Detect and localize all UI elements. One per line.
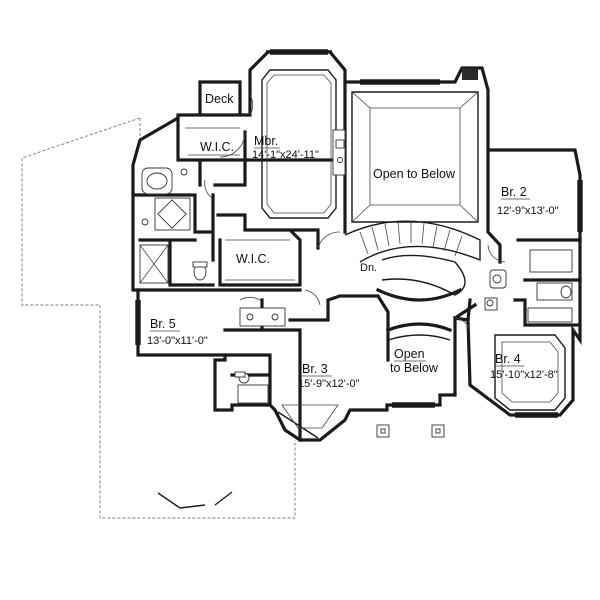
entry-gap (157, 491, 233, 509)
br5-name: Br. 5 (150, 317, 176, 331)
closet-shelves (185, 127, 295, 281)
br3-name: Br. 3 (302, 362, 328, 376)
balcony-rail-inner (387, 334, 451, 341)
master-tray-ceiling (261, 69, 337, 219)
open-to-below-main-label: Open to Below (373, 167, 456, 181)
hall-bath-fixtures (234, 307, 286, 404)
roof-outline (21, 117, 296, 519)
curved-staircase (344, 220, 481, 302)
master-bedroom-size: 14'-1"x24'-11" (252, 149, 319, 161)
stairs-down-label: Dn. (360, 262, 377, 274)
br3-bay (281, 404, 339, 429)
br4-tray-ceiling (494, 334, 566, 411)
door-swings (204, 94, 506, 331)
porch-posts (376, 424, 445, 438)
interior-walls (131, 80, 582, 442)
br4-size: 15'-10"x12'-8" (490, 369, 558, 381)
br2-name: Br. 2 (501, 185, 527, 199)
balcony-rail (385, 322, 453, 333)
br5-size: 13'-0"x11'-0" (147, 335, 208, 347)
chimney (462, 68, 478, 80)
wic-lower-label: W.I.C. (236, 252, 270, 266)
exterior-wall (131, 50, 582, 442)
open-to-below-outline (351, 91, 479, 223)
br2-size: 12'-9"x13'-0" (497, 205, 559, 217)
master-bedroom-name: Mbr. (254, 134, 278, 148)
br3-size: 15'-9"x12'-0" (298, 378, 360, 390)
open-to-below-lower-line2: to Below (390, 361, 439, 375)
open-to-below-lower-line1: Open (394, 347, 425, 361)
windows (135, 49, 583, 439)
wic-upper-label: W.I.C. (200, 140, 234, 154)
master-fireplace (332, 129, 346, 176)
master-bath-fixtures (139, 167, 208, 284)
br4-name: Br. 4 (495, 352, 521, 366)
deck-label: Deck (205, 92, 234, 106)
br2-bath-fixtures (484, 249, 573, 323)
